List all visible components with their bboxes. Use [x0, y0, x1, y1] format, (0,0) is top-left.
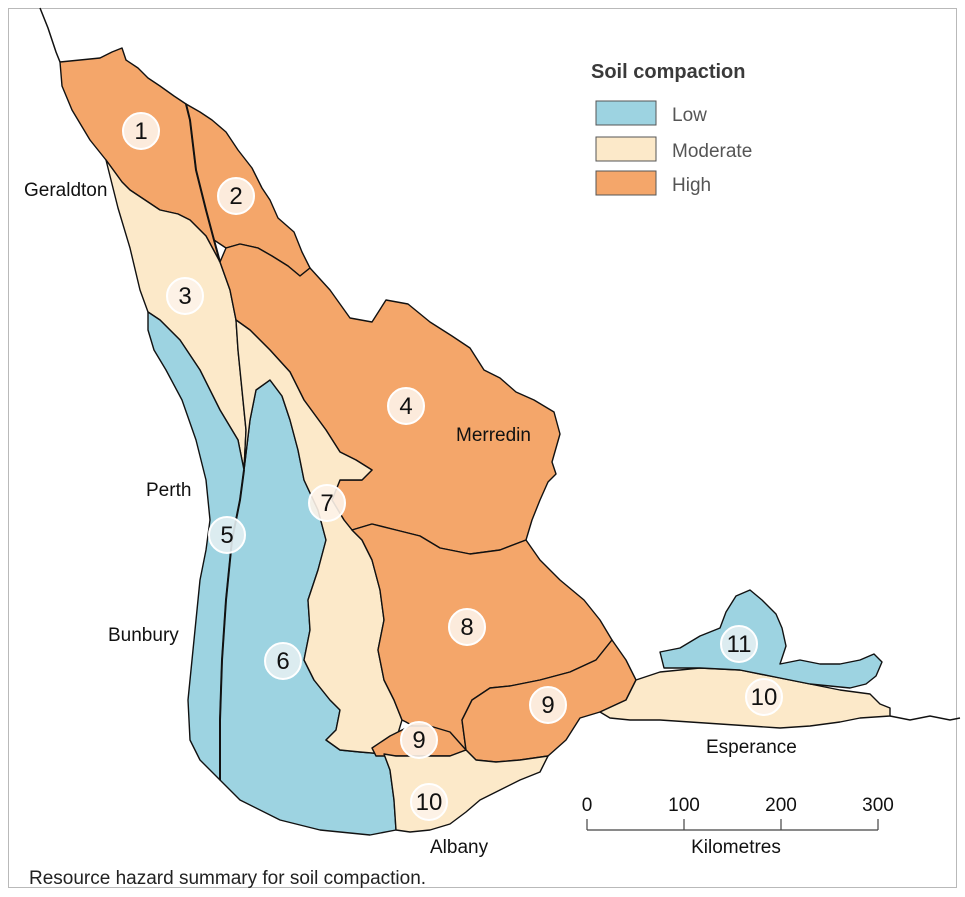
coastline-east: [889, 715, 961, 721]
region-badge-4: 4: [387, 387, 425, 425]
region-badge-number: 11: [727, 631, 752, 658]
scale-label-0: 0: [582, 795, 593, 816]
place-perth: Perth: [146, 480, 191, 501]
region-badge-number: 4: [399, 393, 412, 420]
region-badge-9: 9: [529, 686, 567, 724]
legend-swatch-moderate: [595, 136, 657, 162]
scale-label-100: 100: [668, 795, 700, 816]
region-badge-circle: [387, 387, 425, 425]
region-badge-number: 10: [416, 789, 443, 816]
region-badge-circle: [745, 678, 783, 716]
legend-label-high: High: [672, 175, 711, 196]
region-11-shape: [659, 589, 883, 689]
region-badge-number: 2: [229, 183, 242, 210]
region-badge-number: 9: [412, 727, 425, 754]
region-7-shape: [235, 319, 403, 755]
place-esperance: Esperance: [706, 737, 797, 758]
region-badge-circle: [122, 112, 160, 150]
region-badge-number: 1: [134, 118, 147, 145]
region-badge-10: 10: [410, 783, 448, 821]
place-geraldton: Geraldton: [24, 180, 107, 201]
boundary-5-6: [219, 469, 245, 780]
region-badge-number: 8: [460, 614, 473, 641]
coastline-north: [39, 7, 61, 63]
region-badge-10: 10: [745, 678, 783, 716]
region-badge-number: 6: [276, 648, 289, 675]
region-badge-number: 7: [320, 490, 333, 517]
region-badge-circle: [264, 642, 302, 680]
region-badge-1: 1: [122, 112, 160, 150]
region-badge-6: 6: [264, 642, 302, 680]
region-10-south-shape: [383, 749, 549, 833]
region-badge-number: 5: [220, 522, 233, 549]
region-badge-number: 3: [178, 283, 191, 310]
region-badge-11: 11: [720, 625, 758, 663]
region-5-shape: [147, 311, 245, 781]
legend-swatch-low: [595, 100, 657, 126]
region-badge-number: 9: [541, 692, 554, 719]
region-badge-7: 7: [308, 484, 346, 522]
region-badge-circle: [400, 721, 438, 759]
region-badge-2: 2: [217, 177, 255, 215]
scale-unit: Kilometres: [691, 837, 781, 858]
legend: Soil compaction Low Moderate High: [591, 61, 752, 196]
place-merredin: Merredin: [456, 425, 531, 446]
region-badge-circle: [720, 625, 758, 663]
region-badge-9: 9: [400, 721, 438, 759]
region-badge-5: 5: [208, 516, 246, 554]
region-badge-number: 10: [751, 684, 778, 711]
region-badge-8: 8: [448, 608, 486, 646]
scale-bar: 0 100 200 300 Kilometres: [582, 795, 894, 858]
region-badge-circle: [529, 686, 567, 724]
legend-title: Soil compaction: [591, 61, 745, 83]
region-badges: 1 2 3 4 5 6 7 8 9 9 10 10 11: [122, 112, 783, 821]
scale-label-300: 300: [862, 795, 894, 816]
region-badge-circle: [208, 516, 246, 554]
place-albany: Albany: [430, 837, 489, 858]
region-badge-3: 3: [166, 277, 204, 315]
region-badge-circle: [410, 783, 448, 821]
region-badge-circle: [448, 608, 486, 646]
legend-label-low: Low: [672, 105, 707, 126]
region-badge-circle: [166, 277, 204, 315]
region-badge-circle: [308, 484, 346, 522]
place-bunbury: Bunbury: [108, 625, 179, 646]
legend-swatch-high: [595, 170, 657, 196]
region-badge-circle: [217, 177, 255, 215]
figure-caption: Resource hazard summary for soil compact…: [29, 868, 427, 889]
legend-label-moderate: Moderate: [672, 141, 752, 162]
scale-label-200: 200: [765, 795, 797, 816]
boundary-1-2: [185, 103, 221, 263]
